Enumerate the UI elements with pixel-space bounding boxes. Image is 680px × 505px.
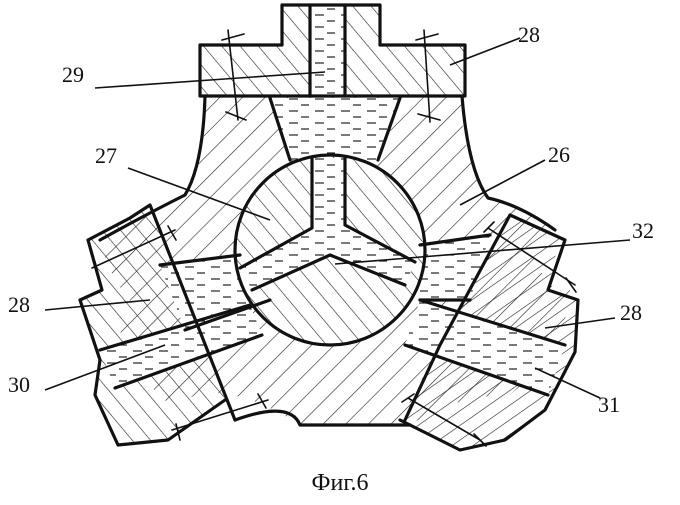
label-32: 32: [632, 218, 654, 243]
label-30: 30: [8, 372, 30, 397]
figure-caption: Фиг.6: [0, 470, 680, 497]
label-28-left: 28: [8, 292, 30, 317]
label-28-top: 28: [518, 22, 540, 47]
label-26: 26: [548, 142, 570, 167]
label-29: 29: [62, 62, 84, 87]
label-28-right: 28: [620, 300, 642, 325]
label-31: 31: [598, 392, 620, 417]
label-27: 27: [95, 143, 117, 168]
